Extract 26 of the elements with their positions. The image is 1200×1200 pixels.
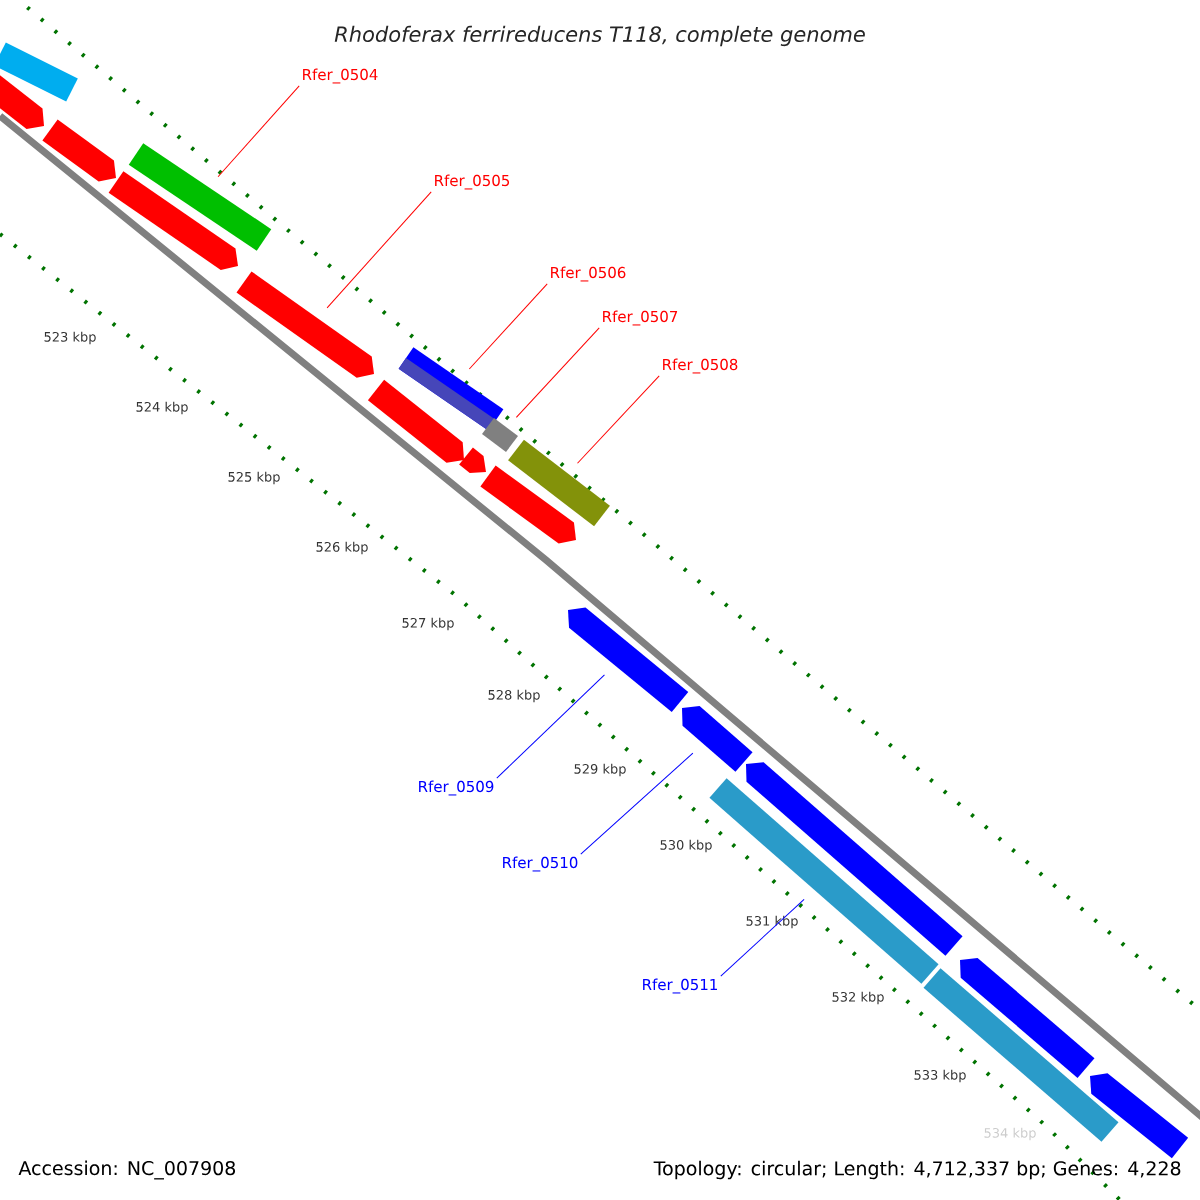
gene-feature bbox=[128, 143, 272, 251]
gene-feature bbox=[746, 762, 963, 956]
gene-feature bbox=[480, 465, 576, 544]
gene-feature bbox=[0, 42, 78, 102]
gene-feature bbox=[236, 271, 374, 378]
footer-text: Topology: circular; Length: 4,712,337 bp; Genes: 4,228 bbox=[653, 1160, 1181, 1180]
gene-feature bbox=[568, 607, 689, 713]
footer-text: Accession: NC_007908 bbox=[18, 1160, 236, 1180]
gene-feature bbox=[42, 119, 116, 182]
leader-line bbox=[468, 283, 548, 370]
leader-line bbox=[577, 375, 660, 464]
gene-feature bbox=[108, 171, 238, 270]
leader-line bbox=[580, 752, 694, 855]
title: Rhodoferax ferrireducens T118, complete genome bbox=[334, 25, 865, 47]
leader-line bbox=[326, 191, 432, 309]
leader-line bbox=[720, 898, 805, 977]
gene-feature bbox=[482, 418, 518, 452]
gene-feature bbox=[1090, 1073, 1189, 1159]
gene-feature bbox=[367, 379, 464, 463]
leader-line bbox=[217, 85, 300, 178]
gene-feature bbox=[682, 706, 753, 772]
leader-line bbox=[496, 674, 605, 779]
gene-feature bbox=[459, 447, 486, 474]
gene-feature bbox=[0, 73, 44, 129]
leader-line bbox=[515, 327, 600, 418]
gene-feature bbox=[508, 439, 610, 527]
